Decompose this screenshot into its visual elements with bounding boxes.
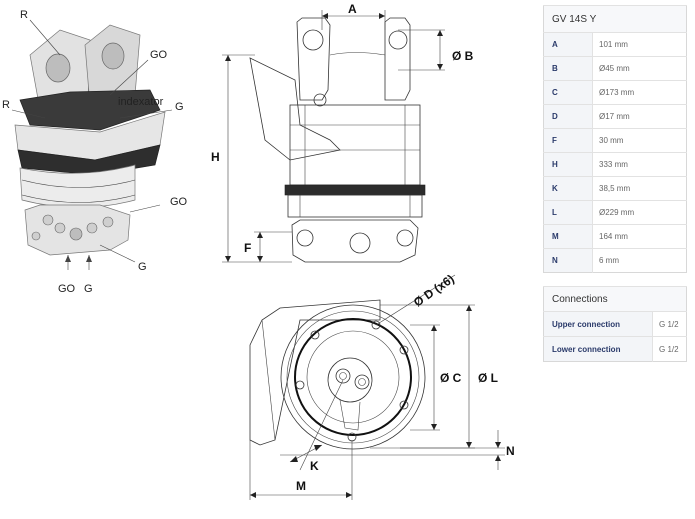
dim-a: A	[348, 2, 357, 16]
spec-row-value: 333 mm	[592, 152, 687, 177]
label-g-mid: G	[175, 101, 184, 113]
dim-b: Ø B	[452, 49, 474, 63]
spec-row-key: K	[543, 176, 593, 201]
connection-row-key: Lower connection	[543, 336, 653, 362]
spec-row-key: B	[543, 56, 593, 81]
dim-m: M	[296, 479, 306, 493]
dim-h: H	[211, 150, 220, 164]
dim-k: K	[310, 459, 319, 473]
spec-row-value: Ø173 mm	[592, 80, 687, 105]
rotator-side-view: A Ø B H F	[211, 2, 474, 263]
label-go-side: GO	[170, 196, 188, 208]
spec-row-value: 101 mm	[592, 32, 687, 57]
rotator-3d-view: indexator R GO R G GO G GO G	[2, 9, 188, 295]
spec-row-key: N	[543, 248, 593, 273]
dim-n: N	[506, 444, 515, 458]
dim-d: Ø D (x6)	[411, 272, 457, 310]
connection-row-value: G 1/2	[652, 336, 687, 362]
spec-row-key: D	[543, 104, 593, 129]
spec-row-value: 30 mm	[592, 128, 687, 153]
brand-mark: indexator	[118, 96, 164, 108]
spec-row-value: 164 mm	[592, 224, 687, 249]
spec-row-key: C	[543, 80, 593, 105]
label-g-bottom2: G	[84, 283, 93, 295]
dim-f: F	[244, 241, 251, 255]
connection-row-value: G 1/2	[652, 311, 687, 337]
spec-row-value: 38,5 mm	[592, 176, 687, 201]
dim-c: Ø C	[440, 371, 462, 385]
dim-l: Ø L	[478, 371, 498, 385]
spec-table-title: GV 14S Y	[543, 5, 687, 33]
spec-row-key: A	[543, 32, 593, 57]
spec-row-value: 6 mm	[592, 248, 687, 273]
label-go-bottom: GO	[58, 283, 76, 295]
rotator-bottom-view: Ø D (x6) Ø C Ø L N K M	[249, 272, 515, 500]
connection-row-key: Upper connection	[543, 311, 653, 337]
spec-row-value: Ø17 mm	[592, 104, 687, 129]
label-g-bottom: G	[138, 261, 147, 273]
spec-row-value: Ø229 mm	[592, 200, 687, 225]
spec-row-value: Ø45 mm	[592, 56, 687, 81]
label-go-top: GO	[150, 49, 168, 61]
label-r-top: R	[20, 9, 28, 21]
rotator-technical-drawing: indexator R GO R G GO G GO G	[2, 2, 515, 500]
spec-row-key: F	[543, 128, 593, 153]
spec-row-key: H	[543, 152, 593, 177]
label-r-mid: R	[2, 99, 10, 111]
spec-row-key: M	[543, 224, 593, 249]
spec-row-key: L	[543, 200, 593, 225]
connections-table-title: Connections	[543, 286, 687, 312]
